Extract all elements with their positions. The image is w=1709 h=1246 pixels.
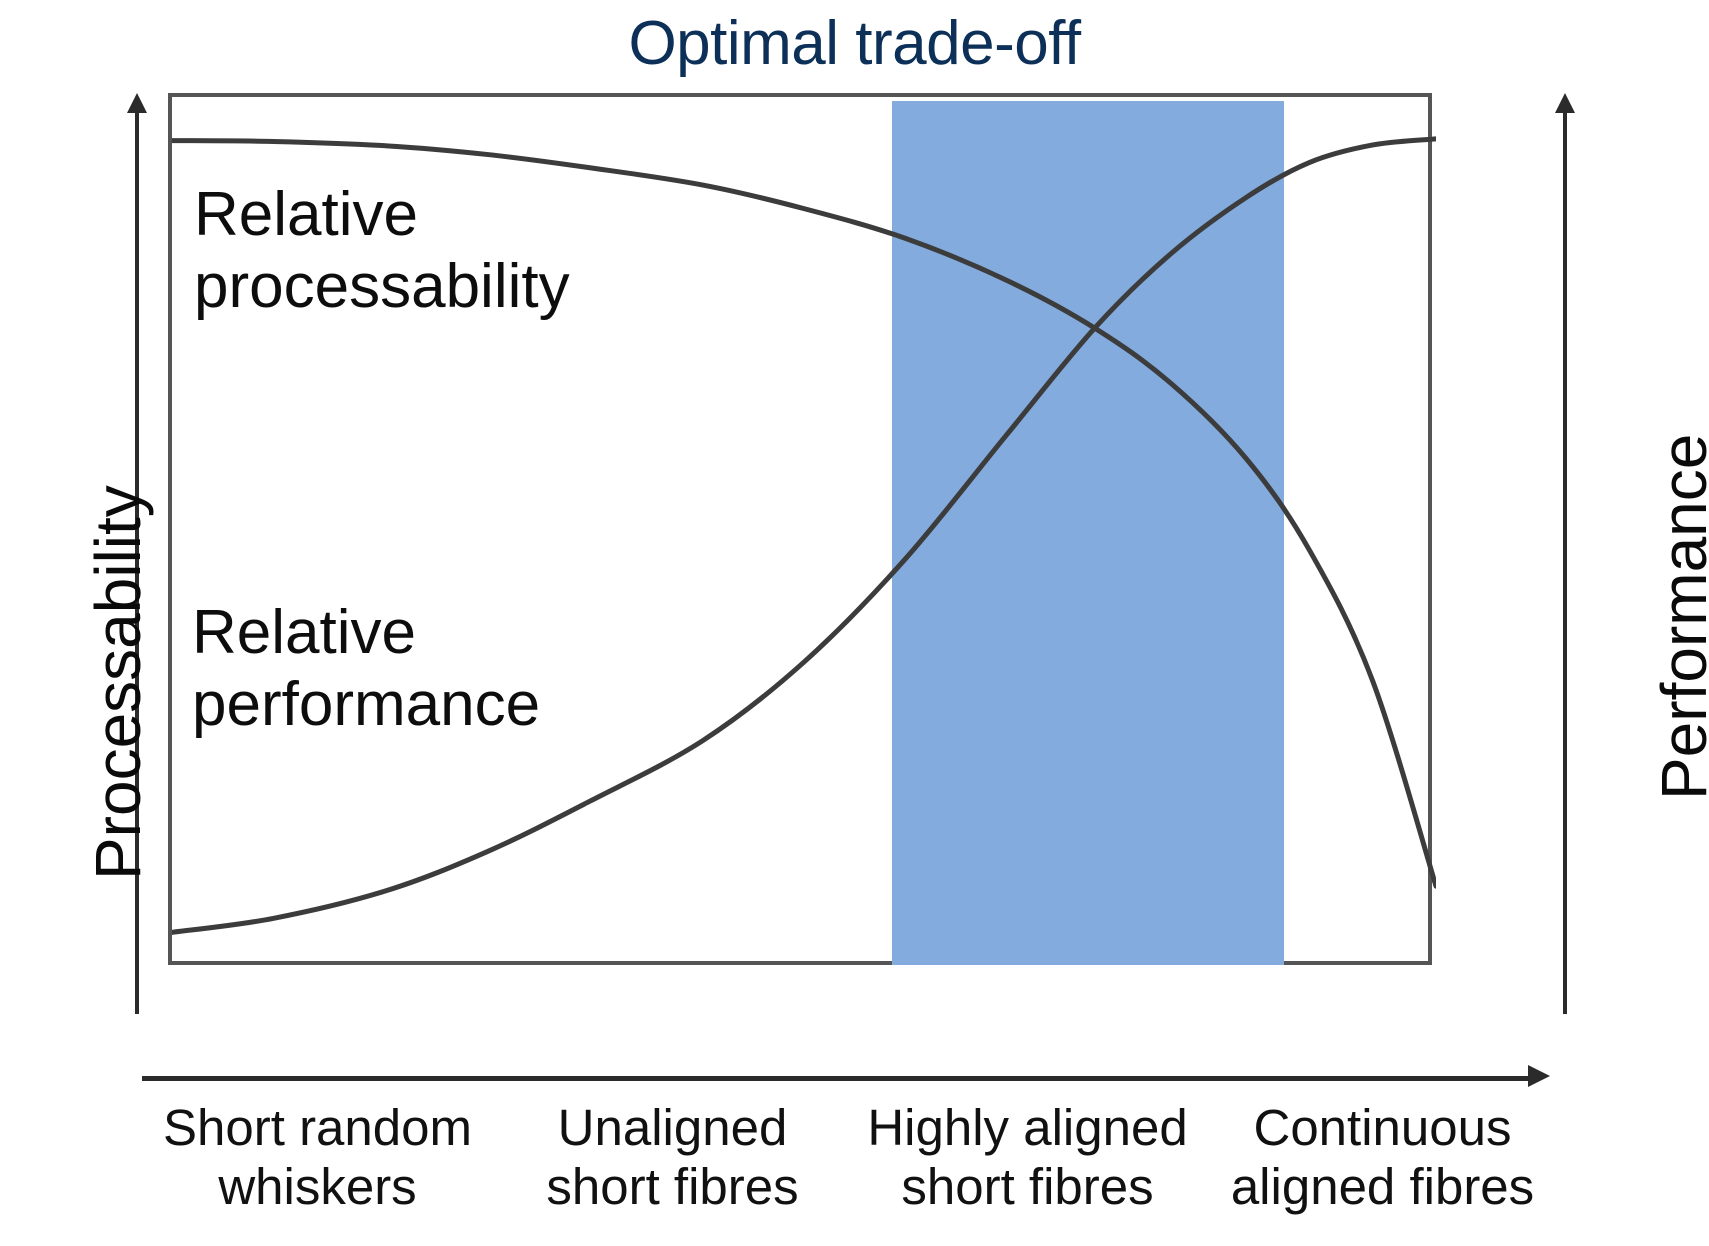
- x-axis-category-labels: Short random whiskers Unaligned short fi…: [140, 1098, 1560, 1216]
- y-axis-right-arrowhead-icon: [1555, 93, 1575, 113]
- series-label-performance-line2: performance: [192, 670, 541, 739]
- x-axis-arrowhead-icon: [1528, 1065, 1550, 1087]
- plot-area: Relative processability Relative perform…: [168, 93, 1436, 965]
- optimal-tradeoff-band: [892, 101, 1285, 965]
- y-axis-right-line: [1563, 108, 1567, 1014]
- x-category-3-line2: aligned fibres: [1230, 1158, 1535, 1215]
- x-category-1-line1: Unaligned: [557, 1099, 788, 1156]
- series-label-performance: Relative performance: [192, 597, 540, 741]
- x-category-2-line1: Highly aligned: [867, 1099, 1188, 1156]
- x-axis-line: [142, 1076, 1534, 1081]
- y-axis-left-title: Processability: [82, 485, 154, 880]
- series-label-processability-line2: processability: [194, 252, 570, 321]
- series-label-processability-line1: Relative: [194, 180, 418, 249]
- x-category-2-line2: short fibres: [901, 1158, 1154, 1215]
- x-category-3-line1: Continuous: [1253, 1099, 1512, 1156]
- x-category-0: Short random whiskers: [140, 1098, 495, 1216]
- y-axis-left-line: [135, 108, 139, 1014]
- y-axis-left-arrowhead-icon: [127, 93, 147, 113]
- x-category-0-line2: whiskers: [218, 1158, 417, 1215]
- x-category-2: Highly aligned short fibres: [850, 1098, 1205, 1216]
- y-axis-right-title: Performance: [1648, 433, 1709, 800]
- x-category-1: Unaligned short fibres: [495, 1098, 850, 1216]
- x-category-3: Continuous aligned fibres: [1205, 1098, 1560, 1216]
- chart-title: Optimal trade-off: [628, 9, 1081, 78]
- x-category-1-line2: short fibres: [546, 1158, 799, 1215]
- series-label-processability: Relative processability: [194, 179, 570, 323]
- x-category-0-line1: Short random: [163, 1099, 472, 1156]
- series-label-performance-line1: Relative: [192, 598, 416, 667]
